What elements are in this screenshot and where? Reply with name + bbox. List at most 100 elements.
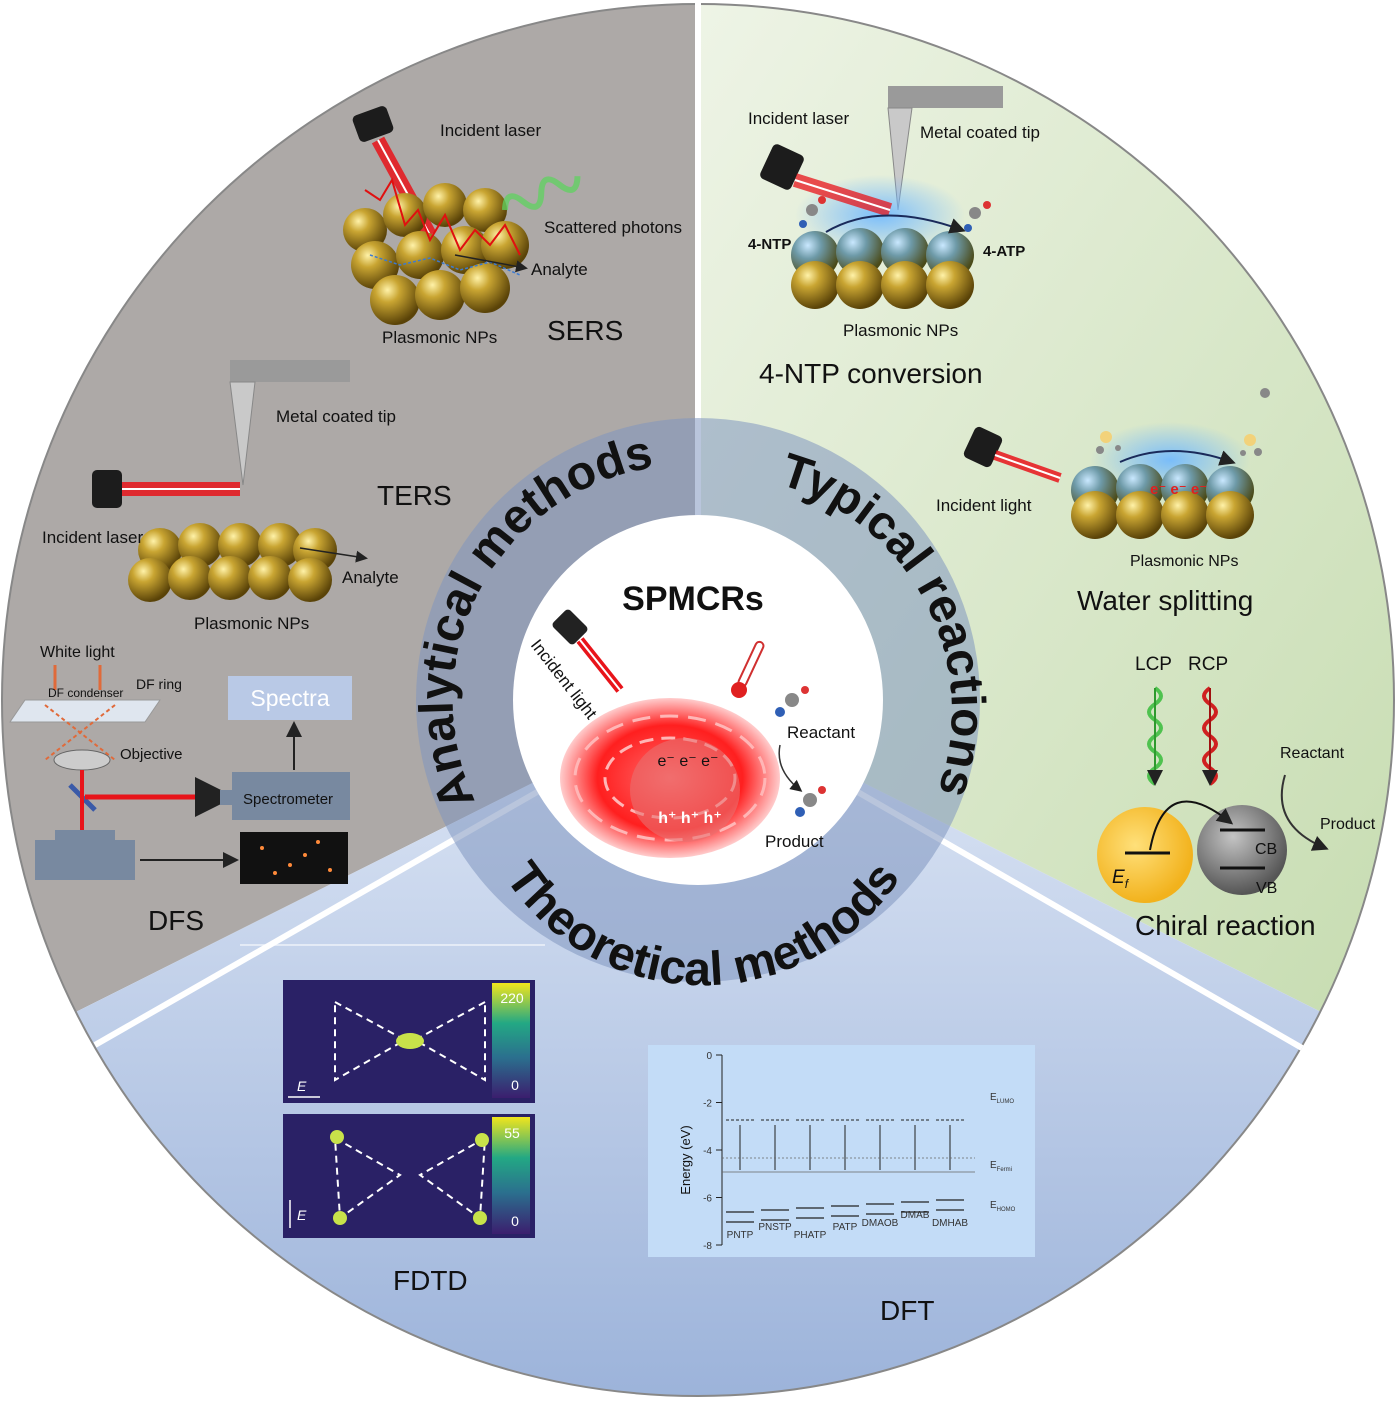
water-light-head [963, 426, 1003, 468]
ters-analyte: Analyte [342, 568, 399, 587]
ters-incident-laser: Incident laser [42, 528, 143, 547]
thermometer-icon [731, 640, 765, 698]
dft-category-label: PNSTP [758, 1222, 792, 1233]
ters-tip [229, 381, 256, 486]
dft-e-lumo: ELUMO [990, 1092, 1014, 1105]
dfs-spectra-box [228, 676, 352, 720]
dft-panel: Energy (eV) 0-2-4-6-8 PNTPPNSTPPHATPPATP… [648, 1045, 1035, 1326]
chiral-reactant: Reactant [1280, 745, 1345, 762]
fdtd-bottom-colorbar [492, 1117, 530, 1234]
sers-scattered-photons: Scattered photons [544, 218, 682, 237]
dfs-df-ring: DF ring [136, 676, 182, 692]
water-panel: e⁻ e⁻ e⁻ Incident light Plasmonic NPs Wa… [936, 388, 1270, 616]
fdtd-bottom-e: E [297, 1207, 307, 1223]
center-panel: SPMCRs Incident light e⁻ e⁻ e⁻ h⁺ h⁺ h⁺ … [527, 580, 855, 858]
center-reactant: Reactant [787, 723, 855, 742]
dfs-spectrometer-box [220, 772, 350, 820]
sers-incident-laser: Incident laser [440, 121, 541, 140]
laser-icon [552, 609, 624, 693]
dft-ytick-label: -6 [703, 1194, 712, 1205]
dft-category-label: PNTP [727, 1230, 754, 1241]
fdtd-bottom-min: 0 [511, 1213, 519, 1229]
sers-spectrum-line [364, 177, 521, 256]
sers-scattered-photons-wave [502, 175, 581, 211]
fdtd-title: FDTD [393, 1265, 468, 1296]
ntp-incident-laser: Incident laser [748, 109, 849, 128]
ters-nanoparticles [128, 523, 337, 602]
dft-ytick-label: -8 [703, 1241, 712, 1252]
ters-metal-tip: Metal coated tip [276, 407, 396, 426]
water-electrons: e⁻ e⁻ e⁻ [1150, 481, 1207, 498]
dft-chart-bg [648, 1045, 1035, 1257]
ntp-panel: Incident laser Metal coated tip 4-NTP 4-… [748, 86, 1040, 389]
dfs-white-light: White light [40, 644, 115, 661]
ntp-tip [887, 107, 913, 211]
dfs-spectra: Spectra [250, 685, 329, 711]
chiral-cb: CB [1255, 841, 1277, 858]
reaction-arrow [778, 744, 803, 792]
ters-title: TERS [377, 480, 452, 511]
sers-panel: Incident laser Scattered photons Analyte… [343, 106, 682, 347]
center-electrons: e⁻ e⁻ e⁻ [658, 753, 719, 770]
dft-levels [726, 1119, 964, 1223]
dfs-scatter-spots [260, 840, 332, 875]
ntp-plasmonic-nps: Plasmonic NPs [843, 321, 958, 340]
ntp-title: 4-NTP conversion [759, 358, 983, 389]
metal-particle [1097, 807, 1193, 903]
dft-ytick-label: 0 [706, 1051, 712, 1062]
semiconductor-particle [1197, 805, 1287, 895]
nanoparticle [630, 738, 740, 842]
sers-analyte: Analyte [531, 260, 588, 279]
fdtd-panel: 220 0 E 55 0 E FDTD [283, 980, 535, 1296]
sers-laser-head [352, 106, 394, 142]
chiral-vb: VB [1256, 880, 1277, 897]
reactant-molecule-icon [775, 686, 809, 717]
dft-ytick-label: -4 [703, 1146, 712, 1157]
dfs-slide [9, 699, 161, 723]
fdtd-top-min: 0 [511, 1077, 519, 1093]
product-molecule-icon [795, 786, 826, 817]
center-product: Product [765, 832, 824, 851]
dfs-df-condenser: DF condenser [48, 686, 123, 700]
ntp-label: 4-NTP [748, 236, 791, 253]
chiral-panel: LCP RCP Reactant Product Ef CB VB Chiral… [1097, 654, 1376, 941]
chiral-title: Chiral reaction [1135, 910, 1316, 941]
ntp-metal-tip: Metal coated tip [920, 123, 1040, 142]
water-nanoparticles [1071, 464, 1254, 539]
dfs-title: DFS [148, 905, 204, 936]
dft-category-label: PATP [833, 1222, 858, 1233]
dft-title: DFT [880, 1295, 934, 1326]
ntp-molecule-icon [799, 196, 826, 228]
sers-nanoparticles [343, 183, 529, 325]
chiral-ef: Ef [1112, 867, 1130, 891]
water-incident-light: Incident light [936, 496, 1032, 515]
dft-category-label: DMAB [901, 1210, 930, 1221]
ntp-laser-head [760, 144, 804, 190]
water-plasmonic-nps: Plasmonic NPs [1130, 553, 1238, 570]
chiral-lcp: LCP [1135, 654, 1172, 675]
dft-category-label: DMHAB [932, 1218, 968, 1229]
center-holes: h⁺ h⁺ h⁺ [658, 810, 722, 827]
dfs-objective: Objective [120, 746, 183, 763]
ters-panel: Metal coated tip TERS Incident laser Ana… [42, 360, 452, 633]
ters-plasmonic-nps: Plasmonic NPs [194, 614, 309, 633]
sers-plasmonic-nps: Plasmonic NPs [382, 328, 497, 347]
fdtd-top-e: E [297, 1078, 307, 1094]
dfs-camera [35, 830, 135, 880]
fdtd-top-max: 220 [500, 990, 524, 1006]
center-title: SPMCRs [622, 580, 764, 618]
atp-molecule-icon [964, 201, 991, 232]
chiral-product: Product [1320, 816, 1376, 833]
dft-category-label: PHATP [794, 1230, 827, 1241]
ters-laser-head [92, 470, 122, 508]
water-molecule-left [1096, 431, 1121, 454]
ters-cantilever [230, 360, 350, 382]
dfs-darkfield-image [240, 832, 348, 884]
dfs-objective-lens [53, 749, 111, 771]
dft-category-label: DMAOB [862, 1218, 899, 1229]
water-title: Water splitting [1077, 585, 1253, 616]
dft-ylabel: Energy (eV) [678, 1125, 693, 1194]
